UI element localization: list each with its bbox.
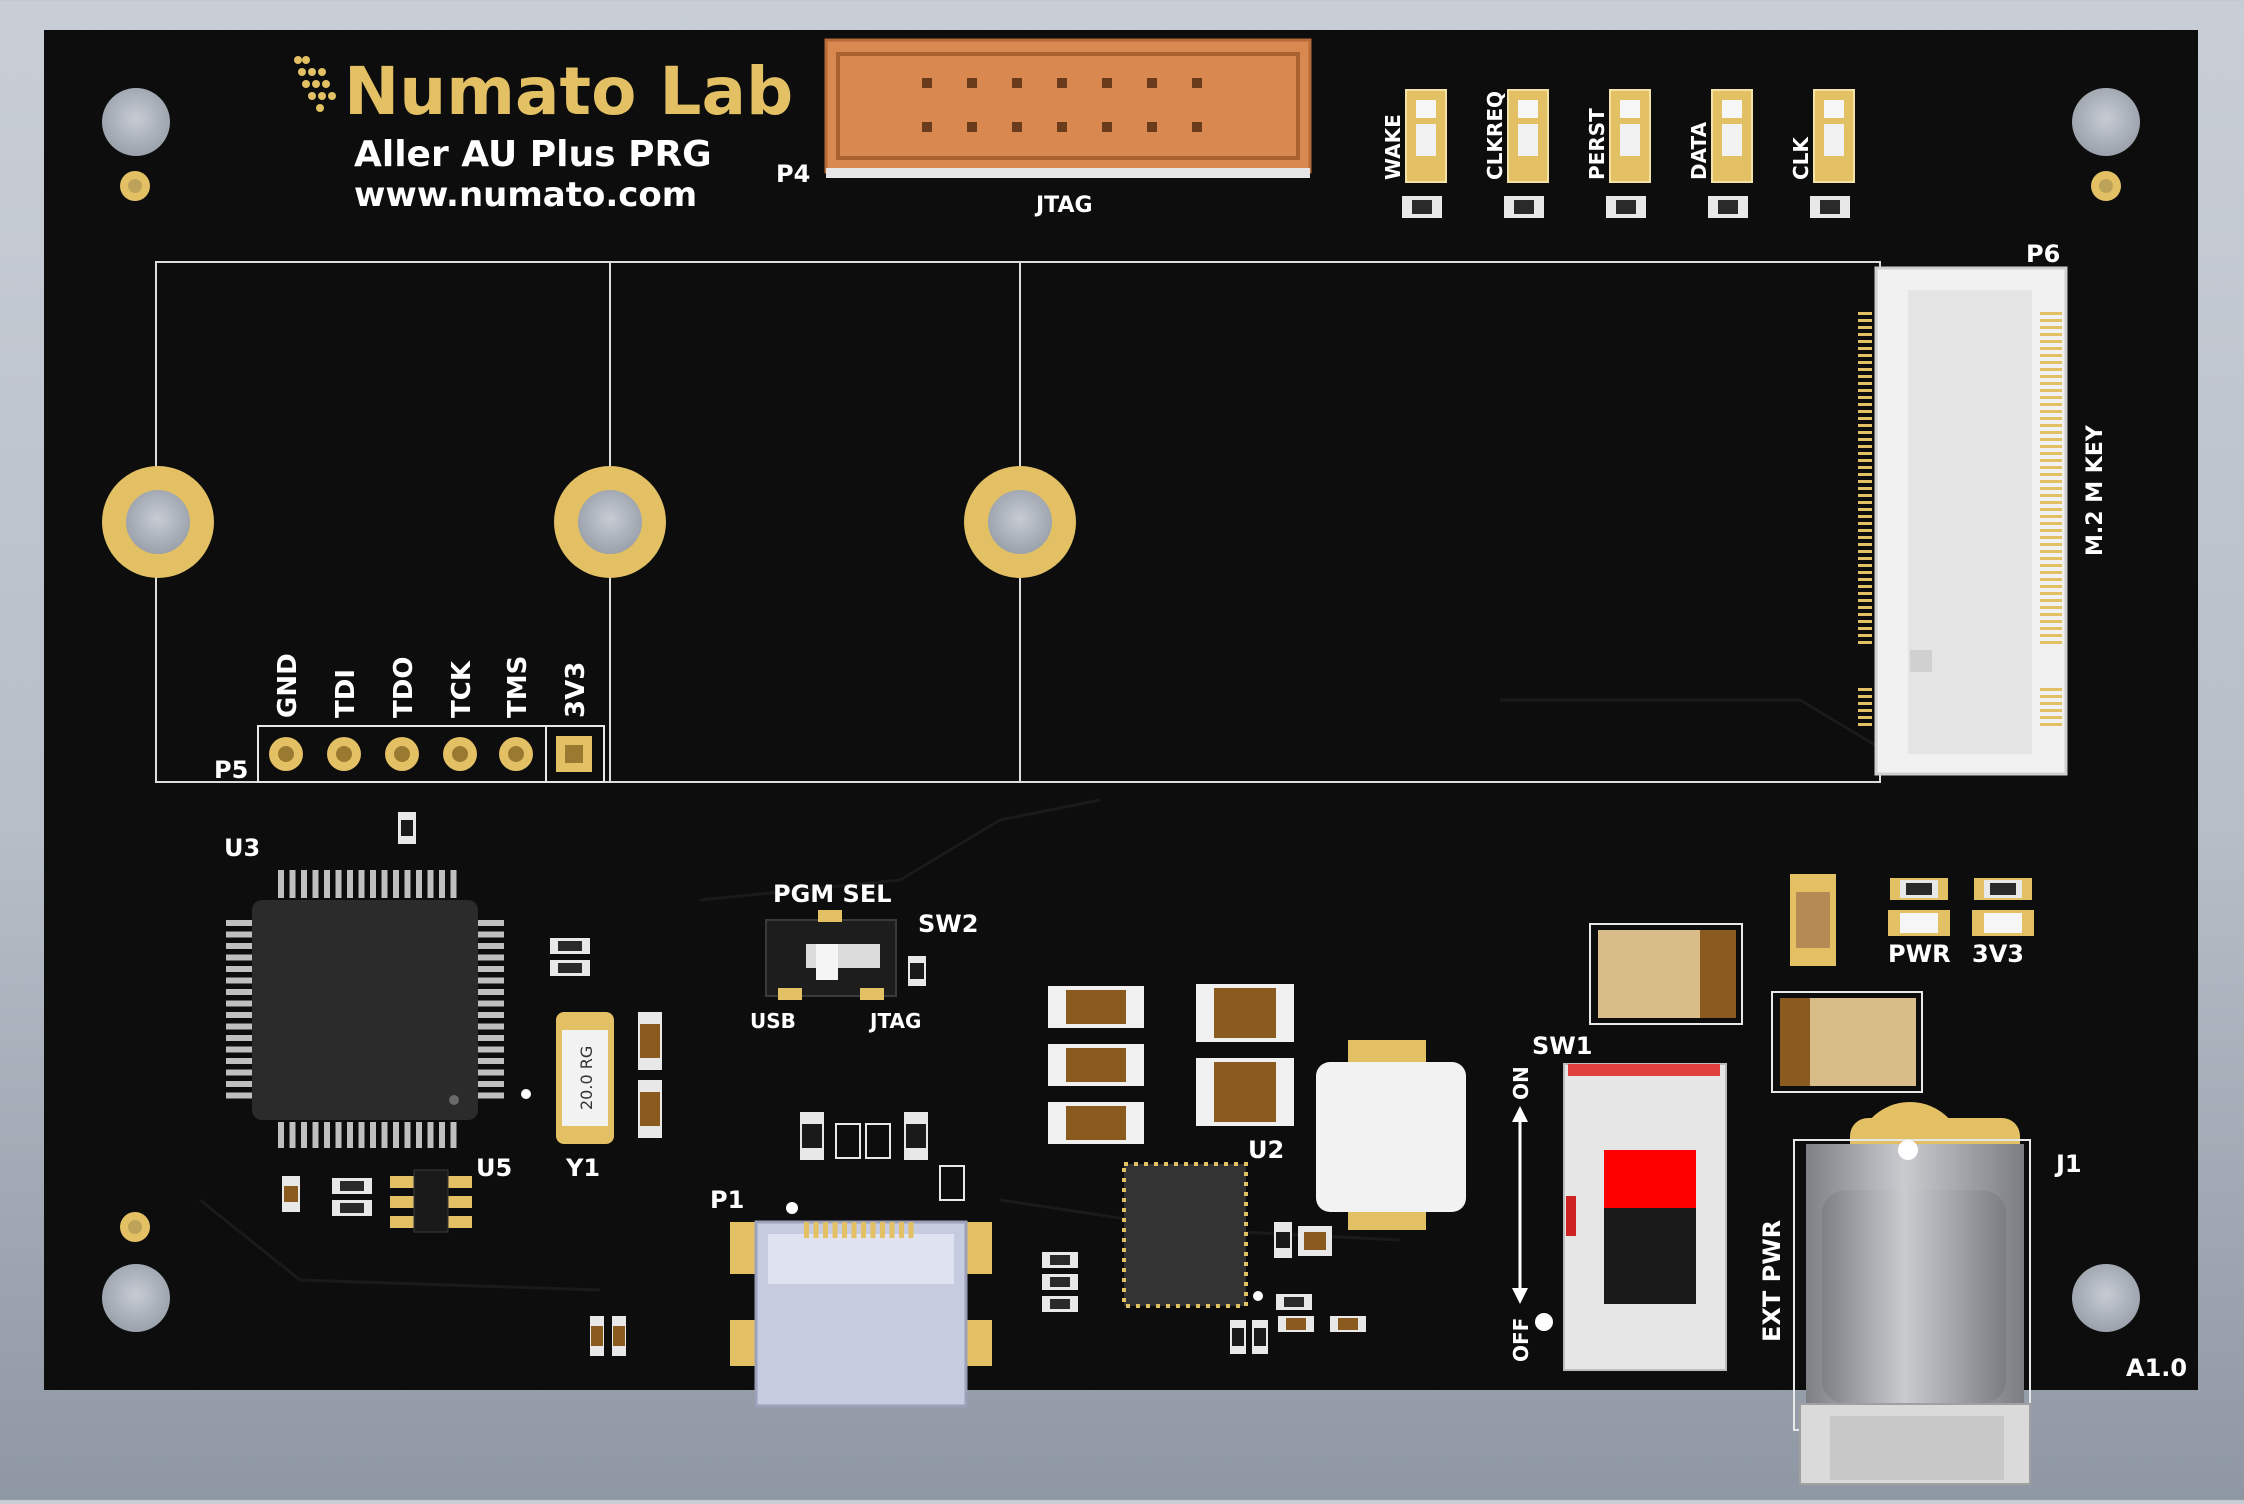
y1-designator: Y1 (565, 1154, 600, 1182)
p4-designator: P4 (776, 160, 810, 188)
switch-actuator-red[interactable] (1604, 1150, 1696, 1208)
p4-label: JTAG (1034, 193, 1093, 218)
tantalum-capacitors (1589, 874, 1923, 1093)
website-url: www.numato.com (354, 175, 697, 215)
led-label-3v3: 3V3 (1972, 940, 2024, 968)
p5-pin-label-tdi: TDI (331, 669, 361, 718)
board-revision: A1.0 (2126, 1354, 2187, 1382)
led-label-pwr: PWR (1888, 940, 1951, 968)
led-data: DATA (1687, 89, 1753, 218)
chip-u2 (1122, 1162, 1263, 1308)
led-label-clkreq: CLKREQ (1483, 91, 1507, 180)
u5-designator: U5 (476, 1154, 512, 1182)
numato-logo: Numato Lab (294, 53, 793, 130)
p6-designator: P6 (2026, 240, 2060, 268)
mounting-hole (2072, 1264, 2140, 1332)
crystal-y1 (556, 1012, 614, 1144)
mounting-holes (102, 88, 2140, 1332)
led-3v3: 3V3 (1972, 878, 2034, 968)
jtag-header-p4 (824, 38, 1312, 178)
p5-pin-label-tck: TCK (447, 660, 477, 718)
sw1-on-label: ON (1509, 1066, 1533, 1100)
p5-pin-label-tms: TMS (503, 656, 533, 718)
p5-pin-label-gnd: GND (273, 653, 303, 718)
led-perst: PERST (1585, 89, 1651, 218)
sw1-off-label: OFF (1509, 1318, 1533, 1362)
power-switch-sw1[interactable] (1563, 1063, 1727, 1371)
barrel-jack-j1 (1793, 1102, 2031, 1485)
sw2-jtag-label: JTAG (868, 1009, 921, 1033)
power-led-group: PWR 3V3 (1888, 878, 2034, 968)
sw2-title: PGM SEL (773, 880, 892, 908)
passive-components-u3 (282, 812, 662, 1356)
led-label-data: DATA (1687, 121, 1711, 180)
led-wake: WAKE (1381, 89, 1447, 218)
power-capacitors (1048, 984, 1294, 1144)
p6-label: M.2 M KEY (2083, 424, 2108, 556)
mounting-hole (102, 1264, 170, 1332)
sw2-designator: SW2 (918, 910, 978, 938)
led-clk: CLK (1789, 89, 1855, 218)
brand-logo-text: Numato Lab (344, 53, 793, 130)
power-inductor (1316, 1040, 1466, 1230)
led-label-wake: WAKE (1381, 114, 1405, 180)
pgm-select-switch-sw2[interactable] (765, 910, 897, 1000)
sw2-usb-label: USB (750, 1009, 796, 1033)
j1-label: EXT PWR (1758, 1220, 1786, 1342)
led-label-clk: CLK (1789, 136, 1813, 180)
u2-passives (1042, 1222, 1366, 1354)
chip-u5 (390, 1169, 472, 1233)
status-led-row: WAKE CLKREQ PERST DATA CLK (1381, 89, 1855, 218)
header-p5 (257, 725, 605, 783)
switch-knob[interactable] (816, 944, 838, 980)
led-pwr: PWR (1888, 878, 1951, 968)
p5-designator: P5 (214, 756, 248, 784)
p5-pin-label-tdo: TDO (389, 657, 419, 718)
j1-designator: J1 (2054, 1150, 2082, 1178)
sw1-designator: SW1 (1532, 1032, 1592, 1060)
usb-c-connector-p1 (730, 1220, 992, 1408)
u3-designator: U3 (224, 834, 260, 862)
p5-pin-label-3v3: 3V3 (561, 662, 591, 718)
chip-u3-qfp (226, 870, 504, 1148)
m2-standoffs (102, 466, 1076, 578)
m2-connector-p6 (1858, 266, 2068, 776)
mounting-hole (102, 88, 170, 156)
product-name: Aller AU Plus PRG (354, 134, 712, 175)
usb-passives (800, 1112, 965, 1201)
logo-dots-icon (294, 56, 336, 112)
p1-designator: P1 (710, 1186, 744, 1214)
crystal-marking: 20.0 RG (577, 1046, 596, 1110)
led-label-perst: PERST (1585, 108, 1609, 180)
mounting-hole (2072, 88, 2140, 156)
led-clkreq: CLKREQ (1483, 89, 1549, 218)
u2-designator: U2 (1248, 1136, 1284, 1164)
